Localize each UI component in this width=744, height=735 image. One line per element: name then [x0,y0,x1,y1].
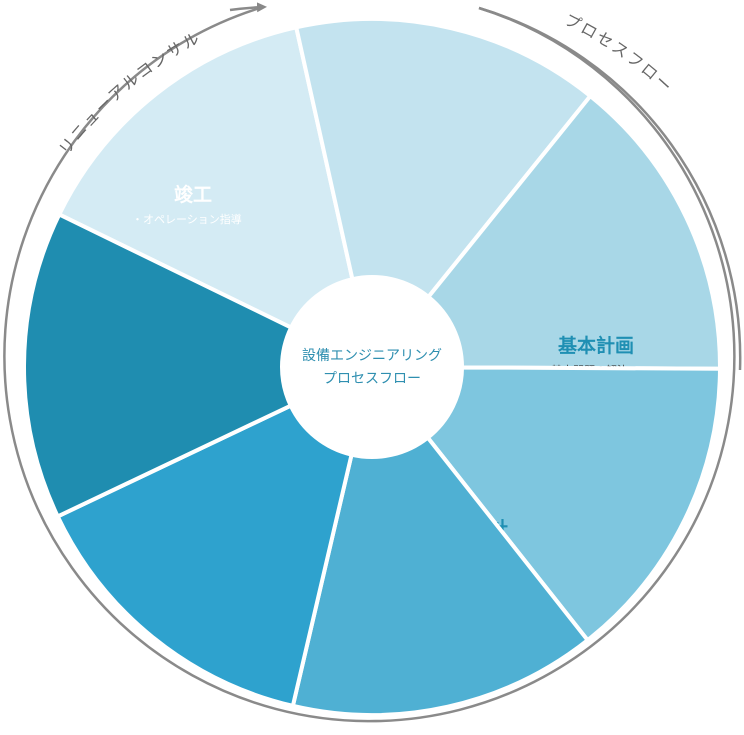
center-label-line2: プロセスフロー [323,371,421,387]
outer-ring-arc-right [478,6,742,371]
outer-ring-arrow [229,2,267,13]
segment-title-kihonkeikaku: 基本計画 [557,334,634,357]
center-hub [282,277,462,457]
segment-item-shunkou-0: ・オペレーション指導 [132,212,242,226]
segment-title-shunkou: 竣工 [174,183,212,206]
outer-ring-arc-left [3,5,736,723]
center-label-line1: 設備エンジニアリング [302,348,442,364]
segments-group: 企画・コンサルティング・研究開発構想・与件の掌握・調査・着想・提案・コンセプト立… [22,17,723,717]
